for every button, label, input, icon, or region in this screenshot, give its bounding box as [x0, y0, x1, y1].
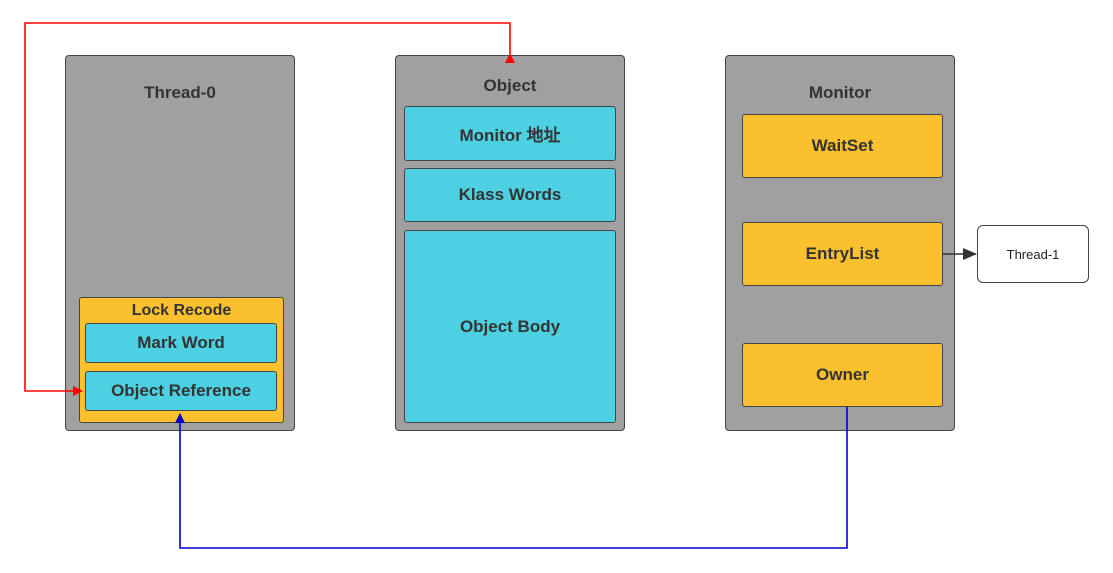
lock-record-title: Lock Recode: [131, 302, 232, 319]
waitset-box: WaitSet: [742, 114, 943, 178]
monitor-panel: Monitor WaitSet EntryList Owner: [725, 55, 955, 431]
thread1-box: Thread-1: [977, 225, 1089, 283]
thread0-panel: Thread-0 Lock Recode Mark Word Object Re…: [65, 55, 295, 431]
object-panel: Object Monitor 地址 Klass Words Object Bod…: [395, 55, 625, 431]
thread0-title: Thread-0: [144, 83, 216, 102]
monitor-address-box: Monitor 地址: [404, 106, 616, 161]
mark-word-box: Mark Word: [85, 323, 277, 363]
lock-record-box: Lock Recode Mark Word Object Reference: [79, 297, 284, 423]
klass-words-box: Klass Words: [404, 168, 616, 222]
monitor-title: Monitor: [808, 83, 872, 102]
object-body-box: Object Body: [404, 230, 616, 423]
object-title: Object: [483, 76, 537, 95]
owner-box: Owner: [742, 343, 943, 407]
entrylist-box: EntryList: [742, 222, 943, 286]
object-reference-box: Object Reference: [85, 371, 277, 411]
